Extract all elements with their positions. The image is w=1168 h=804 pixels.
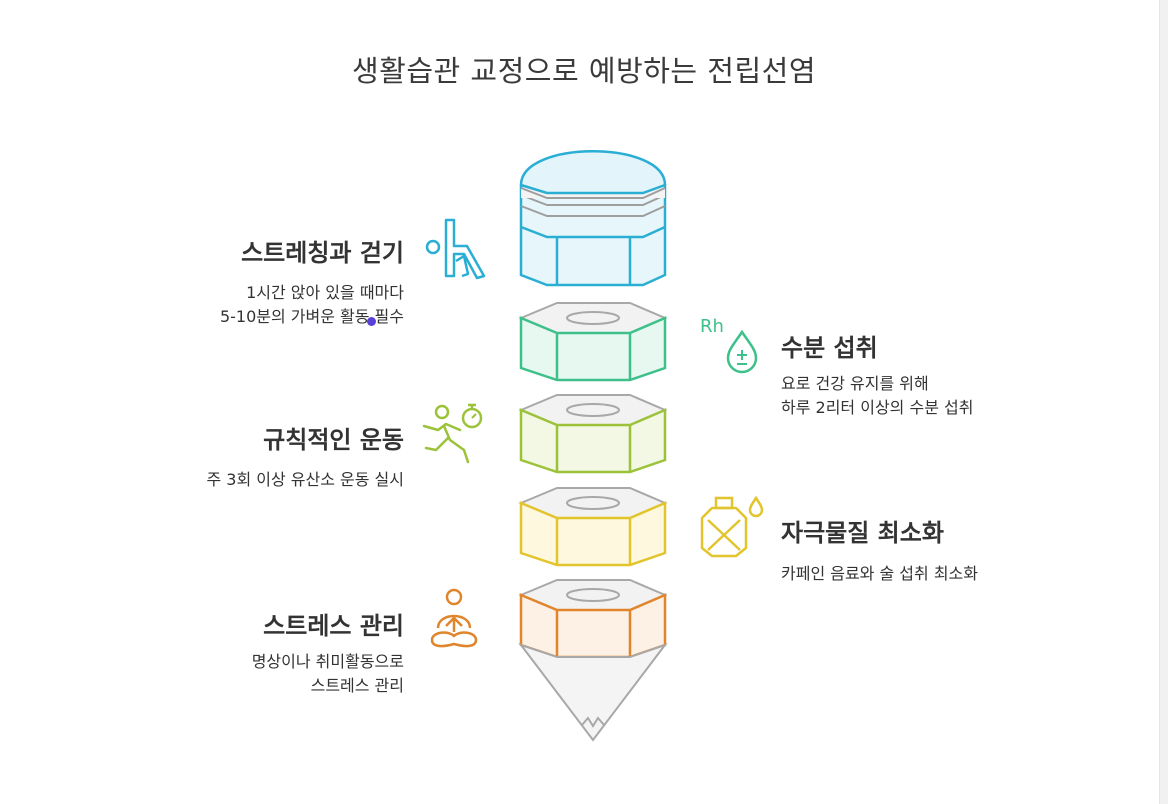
- item-heading-stress: 스트레스 관리: [263, 612, 404, 640]
- item-desc-stimulants-line1: 카페인 음료와 술 섭취 최소화: [781, 564, 978, 583]
- water-drop-rh-icon: Rh: [700, 316, 758, 374]
- meditation-person-icon: [430, 588, 478, 648]
- item-heading-hydration: 수분 섭취: [781, 334, 878, 362]
- stretching-person-icon: [425, 218, 486, 280]
- nut-segment-yellow: [518, 487, 668, 567]
- item-heading-exercise: 규칙적인 운동: [263, 426, 404, 454]
- item-desc-stress-line1: 명상이나 취미활동으로: [251, 652, 404, 671]
- cursor-indicator: [367, 317, 376, 326]
- item-desc-stretching-line1: 1시간 앉아 있을 때마다: [246, 283, 404, 302]
- nut-segment-green: [518, 302, 668, 382]
- item-heading-stimulants: 자극물질 최소화: [781, 519, 944, 547]
- item-desc-exercise-line1: 주 3회 이상 유산소 운동 실시: [206, 470, 404, 489]
- running-timer-icon: [422, 403, 483, 464]
- rh-label: Rh: [700, 316, 724, 337]
- crossed-bottle-icon: [700, 495, 764, 558]
- item-desc-stretching-line2: 5-10분의 가벼운 활동 필수: [219, 307, 404, 326]
- scrollbar[interactable]: [1159, 0, 1168, 804]
- pencil-stack-illustration: [518, 150, 668, 742]
- pencil-tip: [518, 642, 668, 742]
- page-title: 생활습관 교정으로 예방하는 전립선염: [351, 54, 817, 88]
- nut-segment-lime: [518, 394, 668, 474]
- item-heading-stretching: 스트레칭과 걷기: [241, 239, 404, 267]
- nut-segment-orange: [518, 579, 668, 659]
- eraser-segment: [519, 150, 667, 287]
- item-desc-stress-line2: 스트레스 관리: [310, 676, 404, 695]
- item-desc-hydration-line2: 하루 2리터 이상의 수분 섭취: [781, 398, 974, 417]
- item-desc-hydration-line1: 요로 건강 유지를 위해: [781, 374, 929, 393]
